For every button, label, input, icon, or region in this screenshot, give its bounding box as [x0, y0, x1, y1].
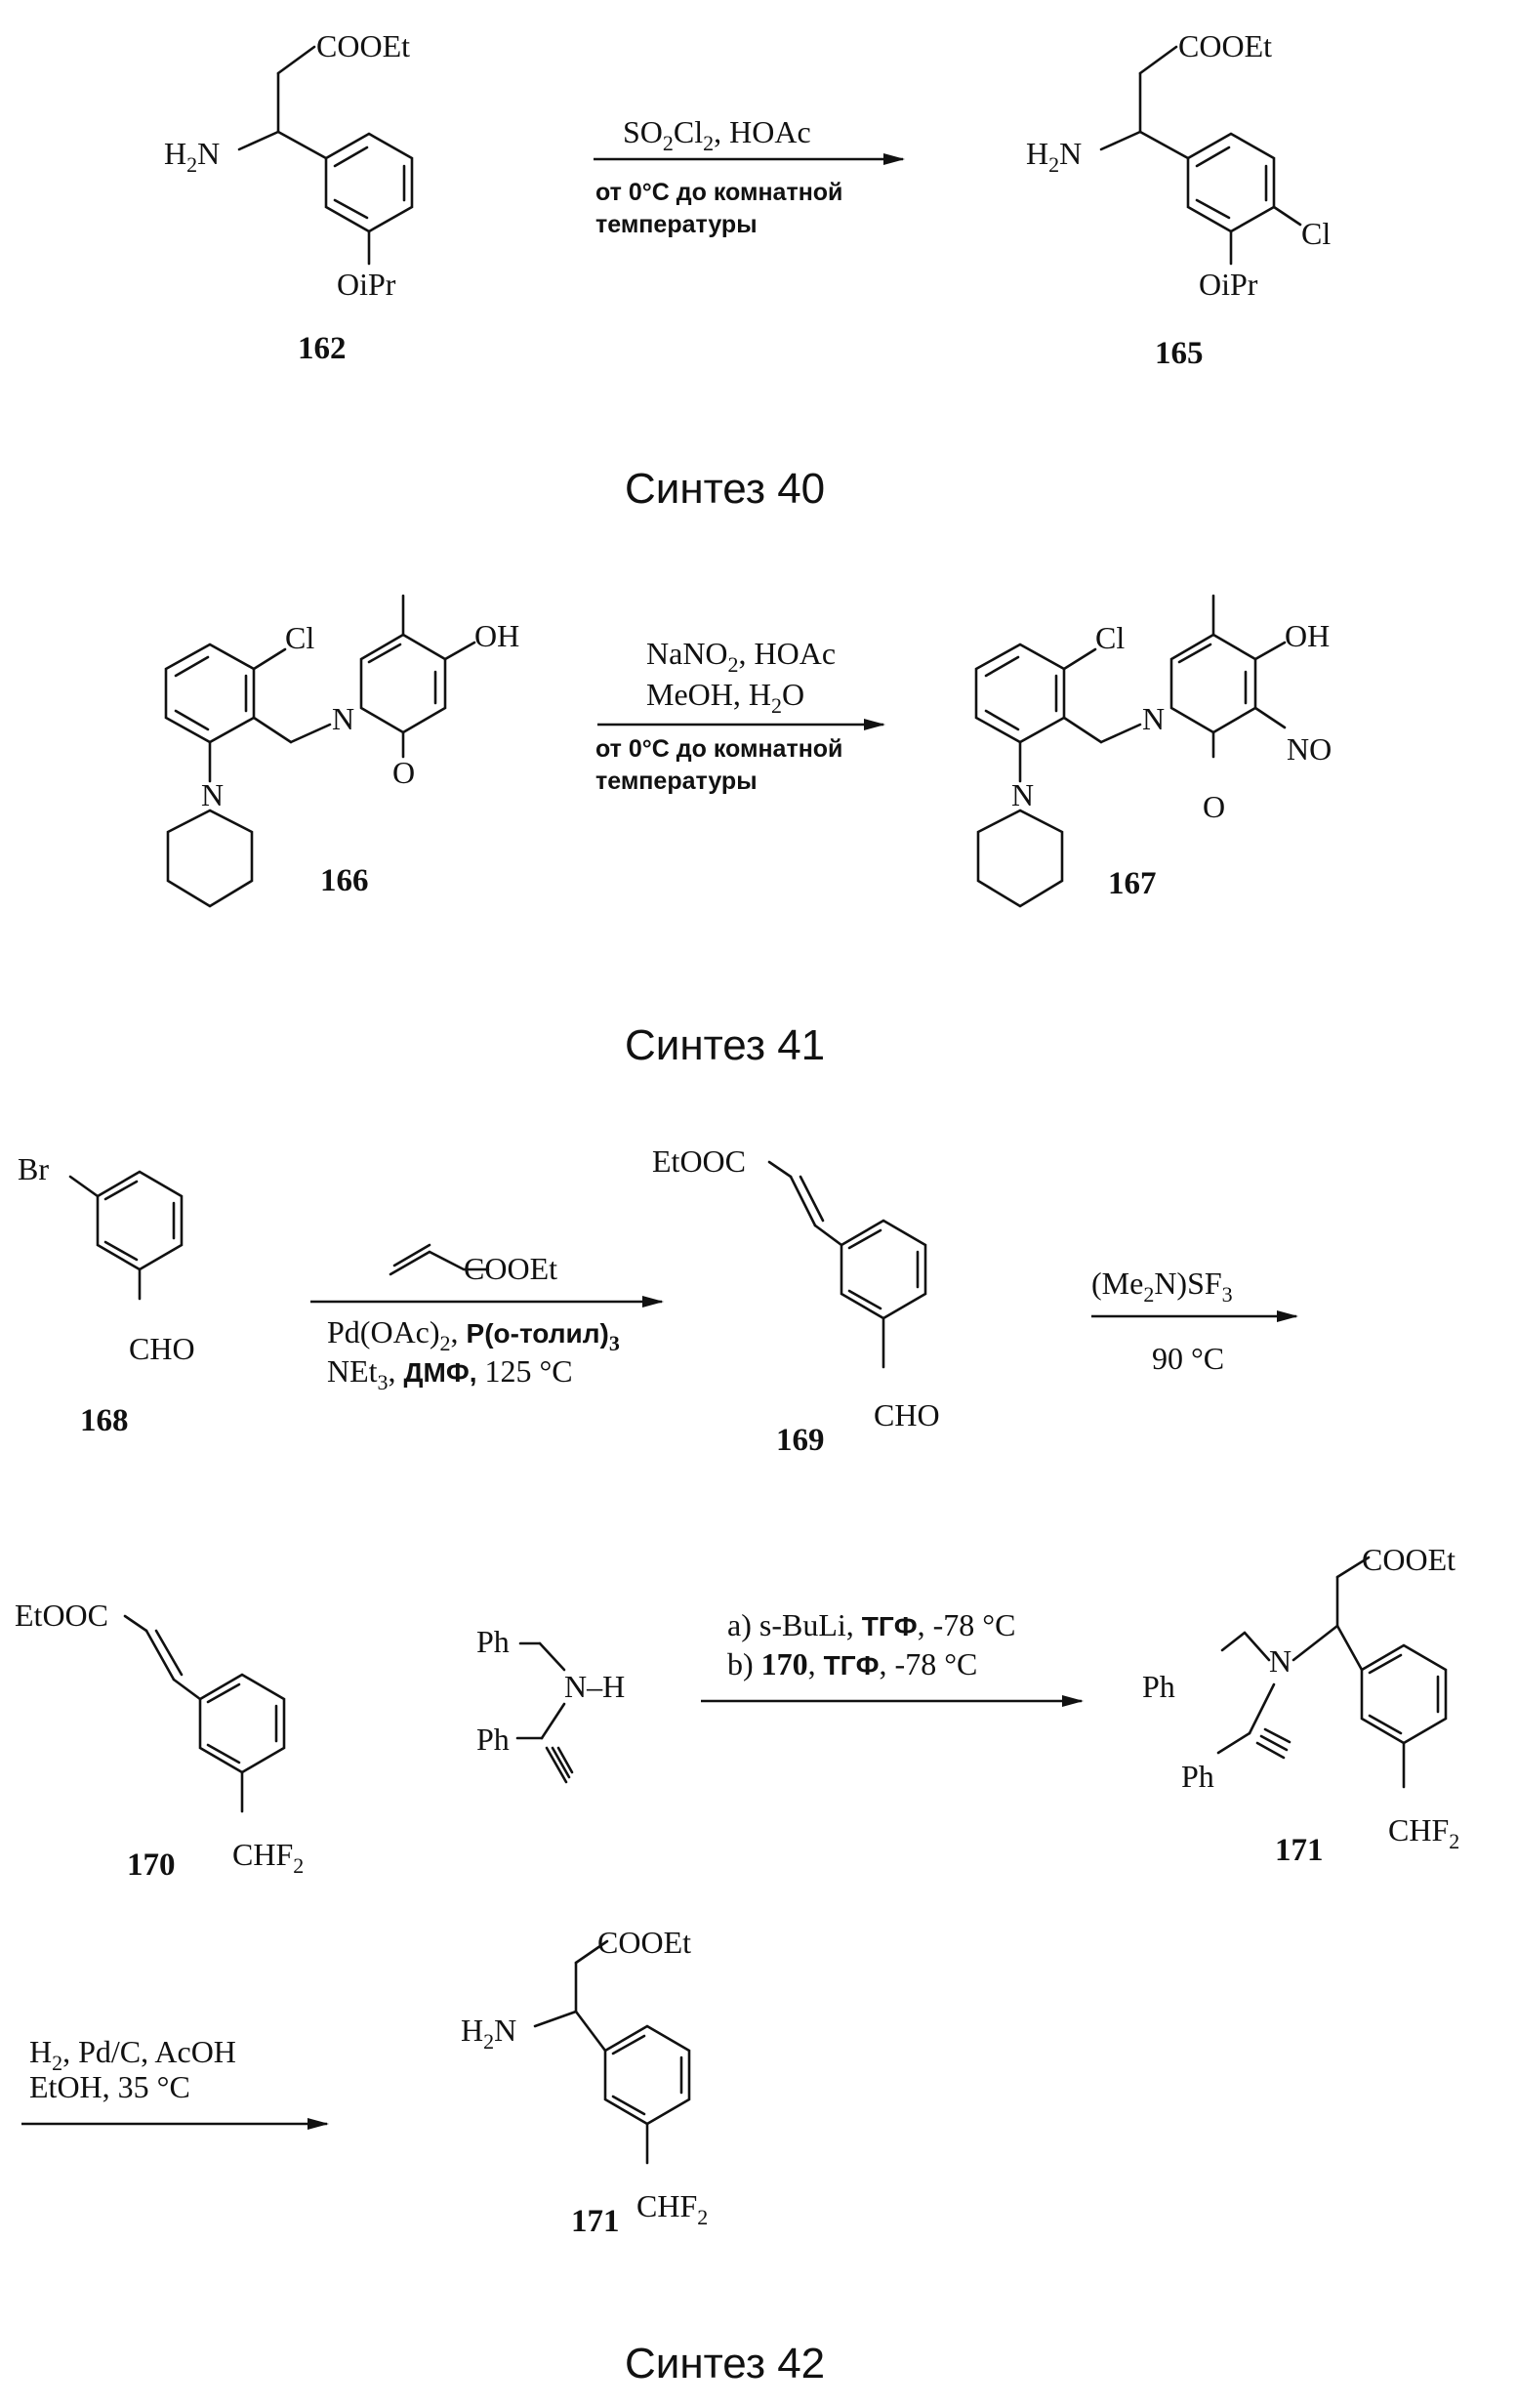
reaction-step-2: (Me2N)SF3 90 °C [1091, 1266, 1296, 1376]
reaction-conditions-40: SO2Cl2, HOAc от 0°C до комнатной темпера… [594, 114, 903, 238]
synthesis-caption: Синтез 41 [625, 1021, 825, 1069]
synthesis-caption: Синтез 42 [625, 2340, 825, 2387]
substituent-label: OiPr [1199, 267, 1258, 302]
amine-label: H2N [1026, 136, 1082, 177]
amine-label: H2N [461, 2013, 516, 2054]
ester-label: EtOOC [15, 1598, 108, 1633]
piperidine-n-label: N [201, 777, 224, 812]
compound-167: Cl N N OH NO O 167 [976, 596, 1332, 906]
compound-169: EtOOC CHO 169 [652, 1143, 940, 1458]
halogen-label: Cl [1095, 620, 1125, 655]
pyridone-n-label: N [332, 701, 354, 736]
phenyl-label: Ph [1181, 1759, 1214, 1794]
substituent-label: CHF2 [1388, 1812, 1459, 1853]
ester-label: COOEt [1178, 28, 1272, 63]
compound-number: 170 [127, 1848, 176, 1883]
oxo-label: O [1203, 789, 1225, 824]
oxo-label: O [392, 755, 415, 790]
ester-label: COOEt [597, 1925, 691, 1960]
halogen-label: Cl [1301, 216, 1331, 251]
reaction-step-3: a) s-BuLi, ТГФ, -78 °C b) 170, ТГФ, -78 … [701, 1607, 1082, 1701]
amine-label: N [1269, 1643, 1292, 1679]
pyridone-n-label: N [1142, 701, 1165, 736]
amine-reagent: Ph N–H Ph [476, 1624, 625, 1782]
compound-168: Br CHO 168 [18, 1151, 195, 1438]
acrylate-label: COOEt [464, 1251, 557, 1286]
compound-166: Cl N N OH O 166 [166, 596, 519, 906]
hydroxy-label: OH [474, 618, 519, 653]
compound-170: EtOOC CHF2 170 [15, 1598, 304, 1883]
substituent-label: OiPr [337, 267, 396, 302]
ester-label: COOEt [316, 28, 410, 63]
condition-line: температуры [595, 768, 758, 795]
compound-number: 168 [80, 1403, 129, 1438]
aldehyde-label: CHO [874, 1397, 940, 1432]
substituent-label: CHF2 [232, 1837, 304, 1878]
reaction-step-1: COOEt Pd(OAc)2, P(o-толил)3 NEt3, ДМФ, 1… [310, 1245, 662, 1394]
base-solvent-line: NEt3, ДМФ, 125 °C [327, 1353, 573, 1394]
nitroso-label: NO [1287, 731, 1332, 767]
compound-number: 162 [298, 331, 347, 366]
phenyl-label: Ph [476, 1722, 510, 1757]
compound-number: 166 [320, 863, 369, 898]
halogen-label: Br [18, 1151, 49, 1186]
compound-162: COOEt H2N OiPr 162 [164, 28, 412, 366]
condition-line: температуры [595, 211, 758, 238]
condition-line: b) 170, ТГФ, -78 °C [727, 1646, 977, 1681]
compound-171: COOEt H2N CHF2 171 [461, 1925, 708, 2239]
compound-171-protected: COOEt N Ph Ph CHF2 171 [1142, 1542, 1459, 1868]
reagent-line: SO2Cl2, HOAc [623, 114, 811, 155]
aldehyde-label: CHO [129, 1331, 195, 1366]
catalyst-line: Pd(OAc)2, P(o-толил)3 [327, 1314, 620, 1355]
compound-number: 165 [1155, 336, 1204, 371]
reagent-line: MeOH, H2O [646, 677, 804, 718]
reagent-line: NaNO2, HOAc [646, 636, 836, 677]
temperature-line: 90 °C [1152, 1341, 1224, 1376]
reagent-line: (Me2N)SF3 [1091, 1266, 1233, 1307]
reaction-step-4: H2, Pd/C, AcOH EtOH, 35 °C [21, 2034, 327, 2124]
phenyl-label: Ph [476, 1624, 510, 1659]
reaction-conditions-41: NaNO2, HOAc MeOH, H2O от 0°C до комнатно… [595, 636, 883, 795]
amine-label: N–H [564, 1669, 625, 1704]
compound-number: 171 [1275, 1833, 1324, 1868]
synthesis-caption: Синтез 40 [625, 465, 825, 513]
compound-165: COOEt H2N Cl OiPr 165 [1026, 28, 1331, 371]
substituent-label: CHF2 [636, 2188, 708, 2229]
halogen-label: Cl [285, 620, 314, 655]
ester-label: EtOOC [652, 1143, 746, 1179]
condition-line: от 0°C до комнатной [595, 735, 842, 763]
ester-label: COOEt [1362, 1542, 1456, 1577]
condition-line: EtOH, 35 °C [29, 2069, 190, 2104]
amine-label: H2N [164, 136, 220, 177]
compound-number: 167 [1108, 866, 1157, 901]
condition-line: a) s-BuLi, ТГФ, -78 °C [727, 1607, 1015, 1642]
compound-number: 169 [776, 1423, 825, 1458]
phenyl-label: Ph [1142, 1669, 1175, 1704]
piperidine-n-label: N [1011, 777, 1034, 812]
compound-number: 171 [571, 2204, 620, 2239]
condition-line: от 0°C до комнатной [595, 179, 842, 206]
hydroxy-label: OH [1285, 618, 1330, 653]
